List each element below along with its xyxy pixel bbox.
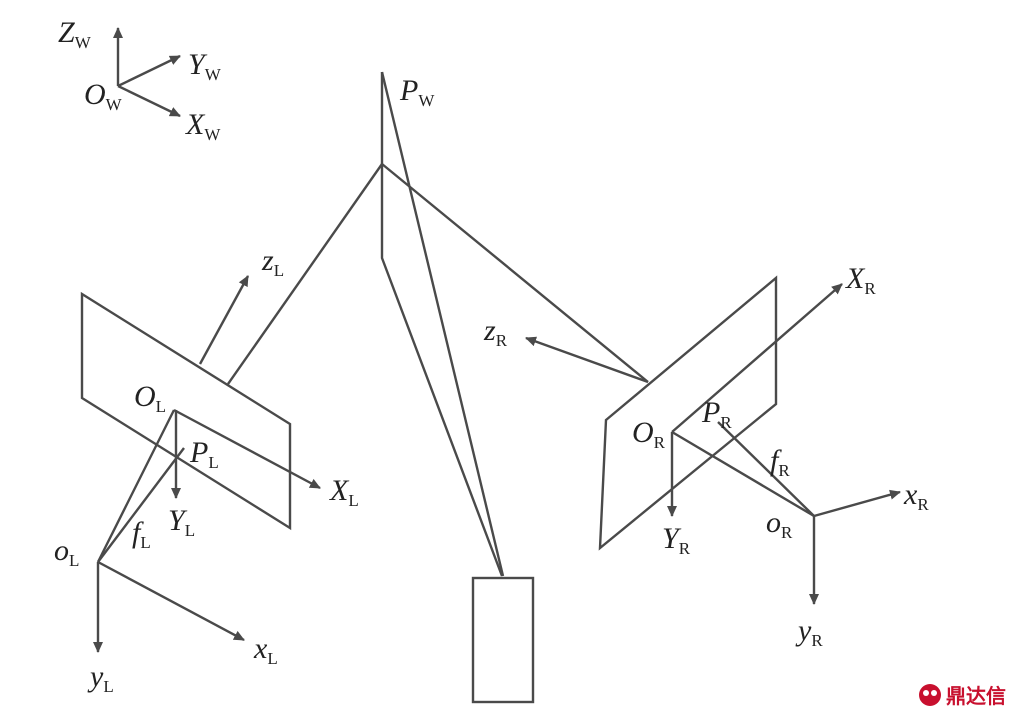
right-image-x-axis: [813, 489, 901, 518]
left-camera: [80, 275, 321, 653]
label-pw: PW: [399, 74, 435, 110]
label-zr: zR: [483, 314, 508, 350]
right-camera-x-axis: [671, 283, 843, 433]
label-xw: XW: [185, 108, 221, 144]
right-image-plane: [598, 275, 778, 551]
label-pl: PL: [189, 436, 219, 472]
label-yl: YL: [168, 504, 195, 540]
label-xr: XR: [845, 262, 876, 298]
object-structure: [380, 71, 535, 704]
label-yw: YW: [188, 48, 222, 84]
label-or-image: oR: [766, 506, 793, 542]
left-focal-ray-a: [96, 409, 176, 563]
right-focal-ray-b: [717, 421, 815, 517]
label-fr: fR: [770, 444, 790, 480]
right-projection-ray: [381, 163, 649, 383]
watermark-logo-icon: [919, 684, 941, 706]
label-zl: zL: [261, 244, 284, 280]
watermark-text: 鼎达信: [946, 684, 1006, 708]
left-image-x-axis: [97, 560, 245, 642]
label-yr: YR: [662, 522, 691, 558]
label-ol-image: oL: [54, 534, 79, 570]
right-z-axis: [525, 336, 649, 384]
world-x-axis: [117, 84, 181, 118]
left-focal-ray-b: [97, 447, 185, 563]
projection-rays: [227, 163, 649, 385]
right-focal-ray-a: [671, 430, 815, 518]
label-ol: OL: [134, 380, 166, 416]
object-front-edge: [380, 72, 504, 577]
object-base: [471, 576, 535, 704]
left-camera-x-axis: [173, 408, 321, 490]
label-fl: fL: [132, 516, 151, 552]
label-xl-image: xL: [253, 632, 278, 668]
label-zw: ZW: [58, 16, 92, 52]
label-or: OR: [632, 416, 666, 452]
left-image-plane: [80, 291, 292, 531]
world-y-axis: [117, 54, 181, 88]
world-frame: [113, 27, 181, 118]
label-ow: OW: [84, 78, 123, 114]
watermark: 鼎达信: [919, 684, 1006, 708]
right-camera: [525, 275, 901, 605]
left-z-axis: [198, 275, 250, 365]
label-xl: XL: [329, 474, 359, 510]
watermark-logo-dot-right: [931, 690, 937, 696]
label-pr: PR: [701, 396, 732, 432]
label-yr-image: yR: [795, 614, 823, 650]
object-back-edge: [380, 71, 505, 577]
watermark-logo-dot-left: [923, 690, 929, 696]
left-projection-ray: [227, 163, 383, 385]
label-xr-image: xR: [903, 478, 929, 514]
labels: ZW YW OW XW PW zL OL PL XL YL fL oL xL y…: [54, 16, 929, 696]
label-yl-image: yL: [87, 660, 114, 696]
